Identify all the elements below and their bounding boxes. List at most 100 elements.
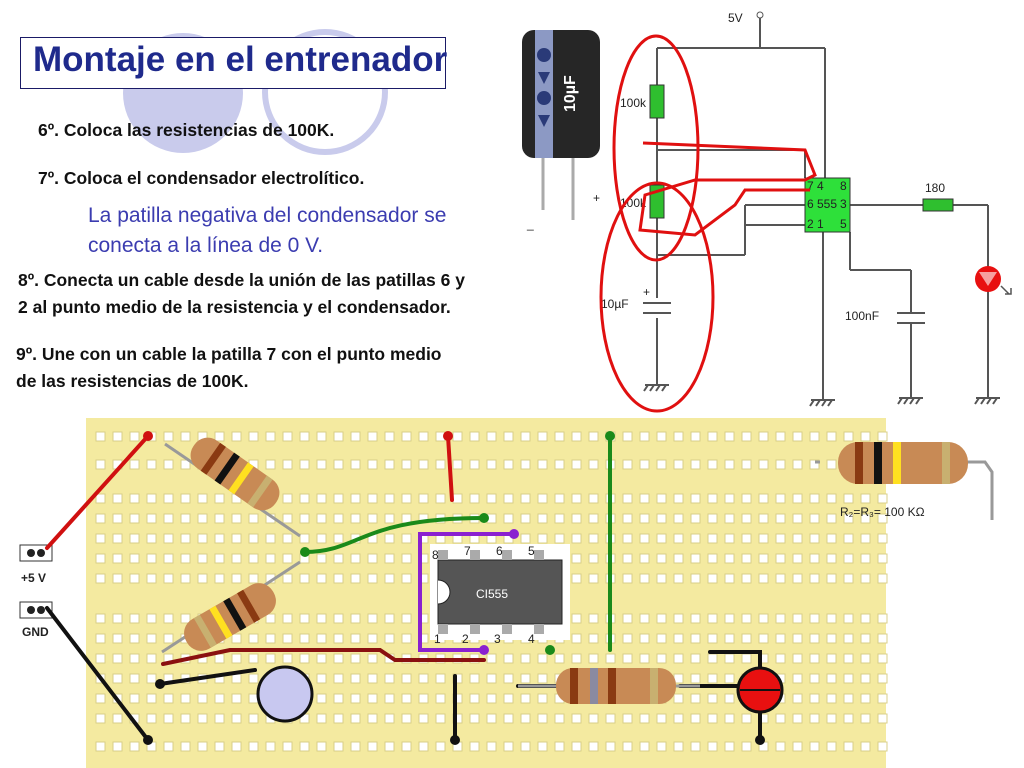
breadboard-hole[interactable] [588, 431, 599, 442]
breadboard-hole[interactable] [639, 741, 650, 752]
breadboard-hole[interactable] [163, 573, 174, 584]
breadboard-hole[interactable] [758, 553, 769, 564]
breadboard-hole[interactable] [741, 713, 752, 724]
breadboard-hole[interactable] [537, 513, 548, 524]
breadboard-hole[interactable] [418, 459, 429, 470]
breadboard-hole[interactable] [843, 713, 854, 724]
breadboard-hole[interactable] [656, 633, 667, 644]
breadboard-hole[interactable] [741, 653, 752, 664]
breadboard-hole[interactable] [231, 533, 242, 544]
breadboard-hole[interactable] [656, 431, 667, 442]
breadboard-hole[interactable] [333, 713, 344, 724]
breadboard-hole[interactable] [384, 741, 395, 752]
breadboard-hole[interactable] [163, 513, 174, 524]
breadboard-hole[interactable] [231, 633, 242, 644]
breadboard-hole[interactable] [656, 713, 667, 724]
breadboard-hole[interactable] [639, 613, 650, 624]
breadboard-hole[interactable] [316, 513, 327, 524]
breadboard-hole[interactable] [843, 431, 854, 442]
breadboard-hole[interactable] [333, 513, 344, 524]
breadboard-hole[interactable] [520, 533, 531, 544]
breadboard-hole[interactable] [129, 533, 140, 544]
breadboard-hole[interactable] [537, 533, 548, 544]
breadboard-hole[interactable] [452, 459, 463, 470]
breadboard-hole[interactable] [384, 713, 395, 724]
breadboard-hole[interactable] [231, 673, 242, 684]
breadboard-hole[interactable] [367, 553, 378, 564]
breadboard-hole[interactable] [622, 459, 633, 470]
breadboard-hole[interactable] [605, 713, 616, 724]
breadboard-hole[interactable] [792, 693, 803, 704]
breadboard-hole[interactable] [248, 513, 259, 524]
breadboard-hole[interactable] [775, 633, 786, 644]
breadboard-hole[interactable] [231, 653, 242, 664]
breadboard-hole[interactable] [146, 553, 157, 564]
breadboard-hole[interactable] [401, 693, 412, 704]
breadboard-hole[interactable] [163, 741, 174, 752]
breadboard-hole[interactable] [350, 693, 361, 704]
breadboard-hole[interactable] [741, 431, 752, 442]
breadboard-hole[interactable] [877, 673, 888, 684]
breadboard-hole[interactable] [299, 533, 310, 544]
breadboard-hole[interactable] [809, 693, 820, 704]
breadboard-hole[interactable] [792, 431, 803, 442]
breadboard-hole[interactable] [214, 693, 225, 704]
breadboard-hole[interactable] [877, 533, 888, 544]
breadboard-hole[interactable] [248, 533, 259, 544]
breadboard-hole[interactable] [792, 653, 803, 664]
breadboard-hole[interactable] [214, 513, 225, 524]
breadboard-hole[interactable] [690, 713, 701, 724]
breadboard-hole[interactable] [707, 553, 718, 564]
wire-darkred[interactable] [161, 648, 486, 666]
breadboard-hole[interactable] [180, 533, 191, 544]
breadboard-hole[interactable] [571, 431, 582, 442]
breadboard-hole[interactable] [809, 673, 820, 684]
breadboard-hole[interactable] [129, 633, 140, 644]
breadboard-hole[interactable] [673, 513, 684, 524]
breadboard-hole[interactable] [656, 493, 667, 504]
breadboard-hole[interactable] [792, 513, 803, 524]
breadboard-hole[interactable] [333, 633, 344, 644]
breadboard-hole[interactable] [248, 553, 259, 564]
breadboard-hole[interactable] [826, 633, 837, 644]
breadboard-hole[interactable] [826, 459, 837, 470]
breadboard-hole[interactable] [418, 741, 429, 752]
breadboard-hole[interactable] [503, 513, 514, 524]
breadboard-hole[interactable] [809, 533, 820, 544]
breadboard-hole[interactable] [707, 653, 718, 664]
breadboard-hole[interactable] [316, 673, 327, 684]
breadboard-hole[interactable] [707, 431, 718, 442]
breadboard-hole[interactable] [231, 693, 242, 704]
breadboard-hole[interactable] [384, 573, 395, 584]
breadboard-hole[interactable] [129, 573, 140, 584]
breadboard-hole[interactable] [129, 613, 140, 624]
breadboard-hole[interactable] [877, 513, 888, 524]
breadboard-hole[interactable] [520, 713, 531, 724]
breadboard-hole[interactable] [673, 613, 684, 624]
breadboard-hole[interactable] [146, 533, 157, 544]
breadboard-hole[interactable] [775, 613, 786, 624]
breadboard-hole[interactable] [860, 673, 871, 684]
breadboard-hole[interactable] [486, 673, 497, 684]
breadboard-hole[interactable] [333, 493, 344, 504]
breadboard-hole[interactable] [707, 533, 718, 544]
breadboard-hole[interactable] [860, 741, 871, 752]
breadboard-hole[interactable] [758, 533, 769, 544]
breadboard-hole[interactable] [503, 431, 514, 442]
breadboard-hole[interactable] [724, 431, 735, 442]
breadboard-hole[interactable] [333, 673, 344, 684]
breadboard-hole[interactable] [758, 573, 769, 584]
breadboard-hole[interactable] [401, 573, 412, 584]
breadboard-hole[interactable] [758, 459, 769, 470]
breadboard-hole[interactable] [401, 713, 412, 724]
breadboard-hole[interactable] [401, 533, 412, 544]
breadboard-hole[interactable] [265, 431, 276, 442]
breadboard-hole[interactable] [163, 613, 174, 624]
breadboard-hole[interactable] [367, 513, 378, 524]
breadboard-hole[interactable] [112, 633, 123, 644]
breadboard-hole[interactable] [860, 653, 871, 664]
breadboard-hole[interactable] [588, 493, 599, 504]
breadboard-hole[interactable] [554, 431, 565, 442]
breadboard-hole[interactable] [316, 713, 327, 724]
breadboard-hole[interactable] [707, 713, 718, 724]
